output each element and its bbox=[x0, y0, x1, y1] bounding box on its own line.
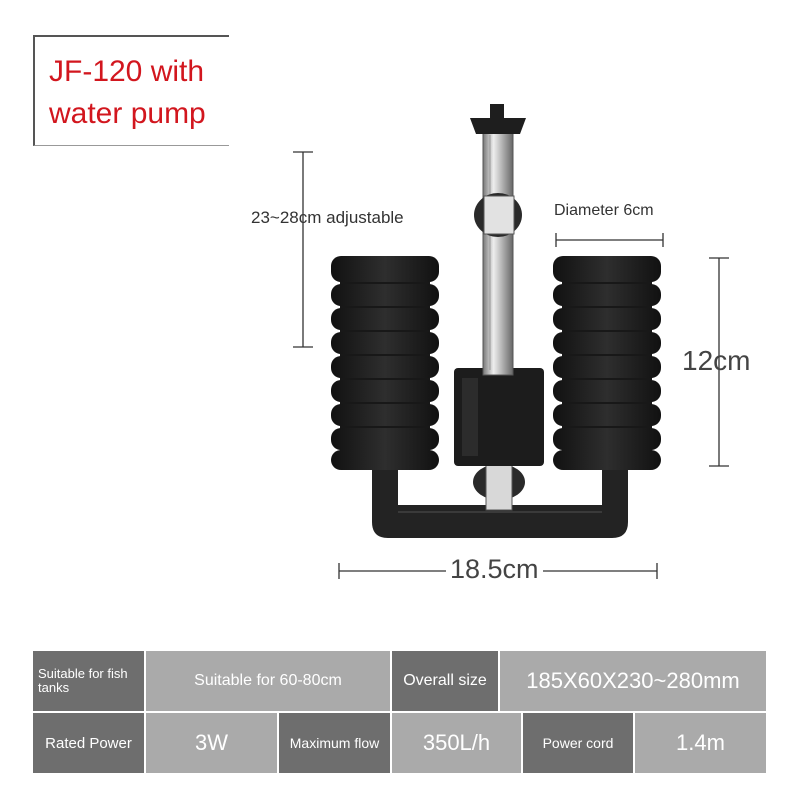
sponge-height-label: 12cm bbox=[682, 345, 751, 376]
spec-label-tank: Suitable for fish tanks bbox=[33, 651, 144, 711]
lift-tube bbox=[482, 124, 514, 376]
spec-label-power: Rated Power bbox=[33, 713, 144, 773]
width-label: 18.5cm bbox=[446, 554, 543, 585]
diameter-dimension-line bbox=[555, 233, 664, 247]
spec-value-power: 3W bbox=[146, 713, 277, 773]
height-dimension-line bbox=[293, 151, 313, 348]
title-line-1: JF-120 with bbox=[49, 55, 205, 88]
spec-label-size: Overall size bbox=[392, 651, 498, 711]
title-line-2: water pump bbox=[49, 97, 206, 130]
base-pipe bbox=[372, 470, 628, 538]
spec-label-cord: Power cord bbox=[523, 713, 633, 773]
outlet-cap bbox=[470, 118, 526, 134]
spec-label-flow: Maximum flow bbox=[279, 713, 390, 773]
sponge-height-dimension-line bbox=[709, 257, 729, 467]
spec-value-flow: 350L/h bbox=[392, 713, 521, 773]
spec-value-tank: Suitable for 60-80cm bbox=[146, 651, 390, 711]
sponge-filter-illustration bbox=[293, 104, 729, 579]
spec-value-size: 185X60X230~280mm bbox=[500, 651, 766, 711]
spec-value-cord: 1.4m bbox=[635, 713, 766, 773]
right-sponge bbox=[553, 256, 661, 470]
diameter-label: Diameter 6cm bbox=[554, 202, 654, 219]
product-title-box: JF-120 with water pump bbox=[33, 35, 229, 146]
left-sponge bbox=[331, 256, 439, 470]
height-label: 23~28cm adjustable bbox=[251, 208, 404, 227]
